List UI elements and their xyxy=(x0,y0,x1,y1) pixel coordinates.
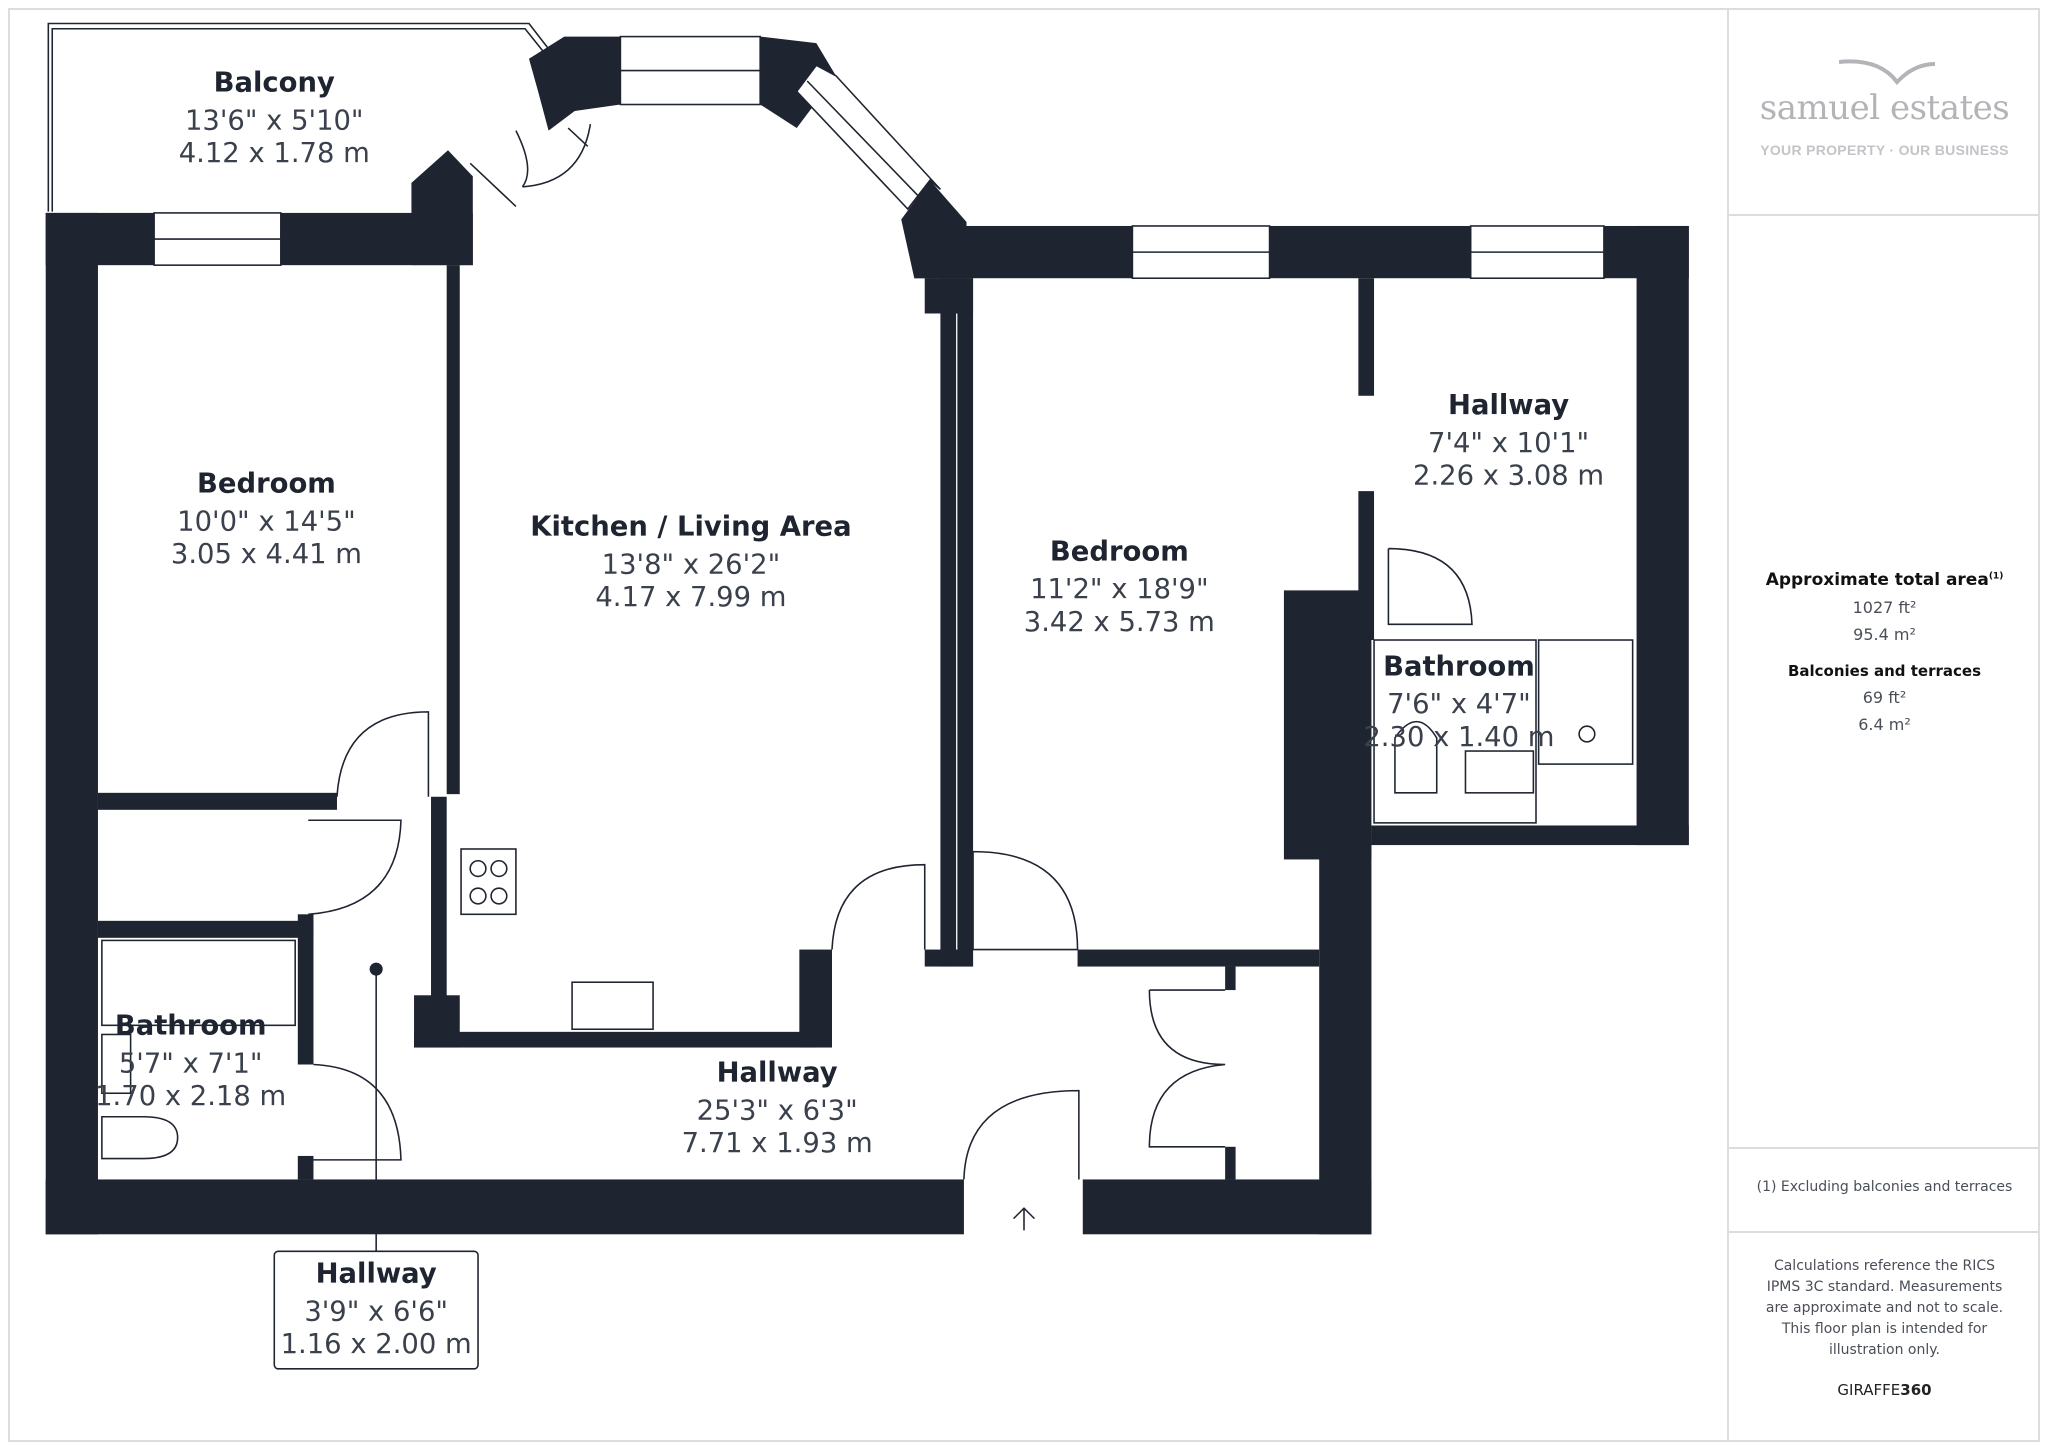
page-frame xyxy=(8,8,2040,1442)
bathtub xyxy=(101,939,296,1027)
footnote-marker: (1) xyxy=(1988,571,2004,582)
windows xyxy=(153,35,1605,280)
balconies-ft: 69 ft² xyxy=(1862,688,1907,707)
svg-text:Kitchen / Living Area: Kitchen / Living Area xyxy=(530,512,851,543)
room-label-bathroom-right: Bathroom 7'6" x 4'7" 2.30 x 1.40 m xyxy=(1363,651,1554,753)
footnote: (1) Excluding balconies and terraces xyxy=(1756,1179,2013,1195)
svg-text:Hallway: Hallway xyxy=(717,1057,838,1088)
svg-text:7'4" x 10'1": 7'4" x 10'1" xyxy=(1428,428,1589,459)
shower xyxy=(1537,639,1634,765)
doors xyxy=(308,123,1473,1180)
svg-text:3.42 x 5.73 m: 3.42 x 5.73 m xyxy=(1024,607,1215,638)
svg-text:2.26 x 3.08 m: 2.26 x 3.08 m xyxy=(1413,461,1604,492)
sink xyxy=(571,981,654,1031)
info-sidebar: samuel estates YOUR PROPERTY · OUR BUSIN… xyxy=(1727,8,2040,1442)
svg-text:Balcony: Balcony xyxy=(214,67,335,98)
walls xyxy=(45,36,1689,1235)
logo-name: samuel estates xyxy=(1759,88,2010,128)
svg-text:25'3" x 6'3": 25'3" x 6'3" xyxy=(697,1095,858,1126)
svg-text:Bedroom: Bedroom xyxy=(197,468,336,499)
balcony-outline xyxy=(47,22,552,212)
svg-text:13'6" x 5'10": 13'6" x 5'10" xyxy=(185,105,364,136)
room-label-kitchen: Kitchen / Living Area 13'8" x 26'2" 4.17… xyxy=(530,512,851,614)
svg-text:Bedroom: Bedroom xyxy=(1050,536,1189,567)
svg-text:3'9" x 6'6": 3'9" x 6'6" xyxy=(304,1297,448,1328)
room-label-hallway-small: Hallway 3'9" x 6'6" 1.16 x 2.00 m xyxy=(273,1250,479,1370)
room-label-hallway-main: Hallway 25'3" x 6'3" 7.71 x 1.93 m xyxy=(682,1057,873,1159)
svg-text:7.71 x 1.93 m: 7.71 x 1.93 m xyxy=(682,1128,873,1159)
disclaimer: Calculations reference the RICS IPMS 3C … xyxy=(1765,1258,2004,1358)
room-label-hallway-right: Hallway 7'4" x 10'1" 2.26 x 3.08 m xyxy=(1413,390,1604,492)
area-summary: Approximate total area(1) 1027 ft² 95.4 … xyxy=(1729,570,2040,734)
room-label-balcony: Balcony 13'6" x 5'10" 4.12 x 1.78 m xyxy=(179,67,370,169)
giraffe360-brand: GIRAFFE360 xyxy=(1761,1381,2008,1399)
svg-text:Bathroom: Bathroom xyxy=(115,1010,267,1041)
svg-text:10'0" x 14'5": 10'0" x 14'5" xyxy=(177,506,356,537)
fixtures xyxy=(101,639,1634,1252)
disclaimer-section: Calculations reference the RICS IPMS 3C … xyxy=(1761,1256,2008,1399)
balconies-m: 6.4 m² xyxy=(1858,715,1911,734)
logo-tagline: YOUR PROPERTY · OUR BUSINESS xyxy=(1760,142,2009,158)
logo-section: samuel estates YOUR PROPERTY · OUR BUSIN… xyxy=(1729,8,2040,216)
svg-text:3.05 x 4.41 m: 3.05 x 4.41 m xyxy=(171,539,362,570)
room-label-bathroom-left: Bathroom 5'7" x 7'1" 1.70 x 2.18 m xyxy=(95,1010,286,1112)
svg-text:4.12 x 1.78 m: 4.12 x 1.78 m xyxy=(179,138,370,169)
svg-text:Hallway: Hallway xyxy=(1448,390,1569,421)
brand-number: 360 xyxy=(1900,1381,1932,1399)
footnote-section: (1) Excluding balconies and terraces xyxy=(1729,1147,2040,1233)
svg-text:11'2" x 18'9": 11'2" x 18'9" xyxy=(1030,574,1209,605)
svg-text:1.70 x 2.18 m: 1.70 x 2.18 m xyxy=(95,1081,286,1112)
hob xyxy=(460,848,517,916)
svg-text:13'8" x 26'2": 13'8" x 26'2" xyxy=(602,549,781,580)
svg-text:Bathroom: Bathroom xyxy=(1383,651,1535,682)
logo-swoosh-icon xyxy=(1839,59,1936,86)
total-area-ft: 1027 ft² xyxy=(1852,598,1917,617)
svg-text:7'6" x 4'7": 7'6" x 4'7" xyxy=(1387,689,1531,720)
room-label-bedroom-2: Bedroom 11'2" x 18'9" 3.42 x 5.73 m xyxy=(1024,536,1215,638)
total-area-label: Approximate total area xyxy=(1765,570,1989,590)
balconies-label: Balconies and terraces xyxy=(1787,662,1982,680)
brand-text: GIRAFFE xyxy=(1837,1381,1901,1399)
total-area-m: 95.4 m² xyxy=(1853,625,1916,644)
svg-text:4.17 x 7.99 m: 4.17 x 7.99 m xyxy=(595,582,786,613)
room-label-bedroom-1: Bedroom 10'0" x 14'5" 3.05 x 4.41 m xyxy=(171,468,362,570)
svg-text:1.16 x 2.00 m: 1.16 x 2.00 m xyxy=(281,1329,472,1360)
svg-text:5'7" x 7'1": 5'7" x 7'1" xyxy=(119,1048,263,1079)
svg-text:2.30 x 1.40 m: 2.30 x 1.40 m xyxy=(1363,722,1554,753)
svg-text:Hallway: Hallway xyxy=(316,1259,437,1290)
